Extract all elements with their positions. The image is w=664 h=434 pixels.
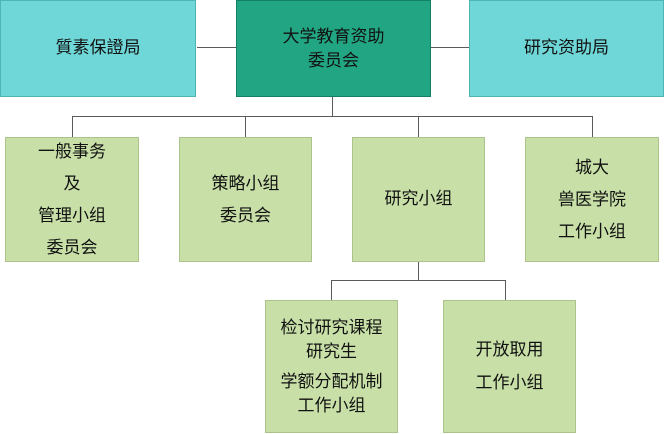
connector-research-bar (331, 280, 505, 281)
child-1-line-3: 管理小组 (38, 205, 106, 226)
child-box-4: 城大 兽医学院 工作小组 (525, 137, 659, 262)
connector-research-child-1 (331, 280, 332, 300)
child-1-line-1: 一般事务 (38, 141, 106, 162)
research-child-2-line-1: 开放取用 (475, 339, 544, 360)
child-4-line-1: 城大 (575, 157, 609, 178)
connector-children-bar (72, 116, 592, 117)
child-2-line-2: 委员会 (220, 205, 271, 226)
child-box-1: 一般事务 及 管理小组 委员会 (5, 137, 139, 262)
child-4-line-2: 兽医学院 (558, 189, 626, 210)
research-child-box-1: 检讨研究课程 研究生 学额分配机制 工作小组 (265, 300, 398, 433)
connector-child-2 (245, 116, 246, 137)
connector-child-3 (418, 116, 419, 137)
top-right-label: 研究资助局 (524, 38, 609, 59)
research-child-box-2: 开放取用 工作小组 (443, 300, 576, 433)
research-child-2-line-2: 工作小组 (475, 372, 544, 393)
child-1-line-4: 委员会 (46, 237, 98, 258)
research-child-1-line-3: 学额分配机制 (280, 371, 383, 392)
child-box-3: 研究小组 (352, 137, 485, 262)
top-right-box: 研究资助局 (469, 0, 664, 97)
top-left-label: 質素保證局 (55, 38, 141, 59)
top-left-box: 質素保證局 (0, 0, 196, 97)
connector-right (431, 47, 469, 48)
child-2-line-1: 策略小组 (211, 173, 280, 194)
research-child-1-line-2: 研究生 (306, 341, 357, 362)
connector-research-child-2 (505, 280, 506, 300)
research-child-1-line-1: 检讨研究课程 (280, 317, 383, 338)
center-box: 大学教育资助 委员会 (236, 0, 431, 97)
center-line-1: 大学教育资助 (282, 26, 385, 47)
research-child-1-line-4: 工作小组 (297, 395, 366, 416)
connector-child-4 (592, 116, 593, 137)
connector-research-down (418, 262, 419, 280)
connector-child-1 (72, 116, 73, 137)
child-4-line-3: 工作小组 (558, 221, 626, 242)
center-line-2: 委员会 (308, 50, 359, 71)
child-1-line-2: 及 (63, 173, 81, 194)
child-box-2: 策略小组 委员会 (179, 137, 312, 262)
connector-left (197, 47, 236, 48)
connector-center-down (332, 97, 333, 116)
child-3-line-1: 研究小组 (384, 189, 453, 210)
